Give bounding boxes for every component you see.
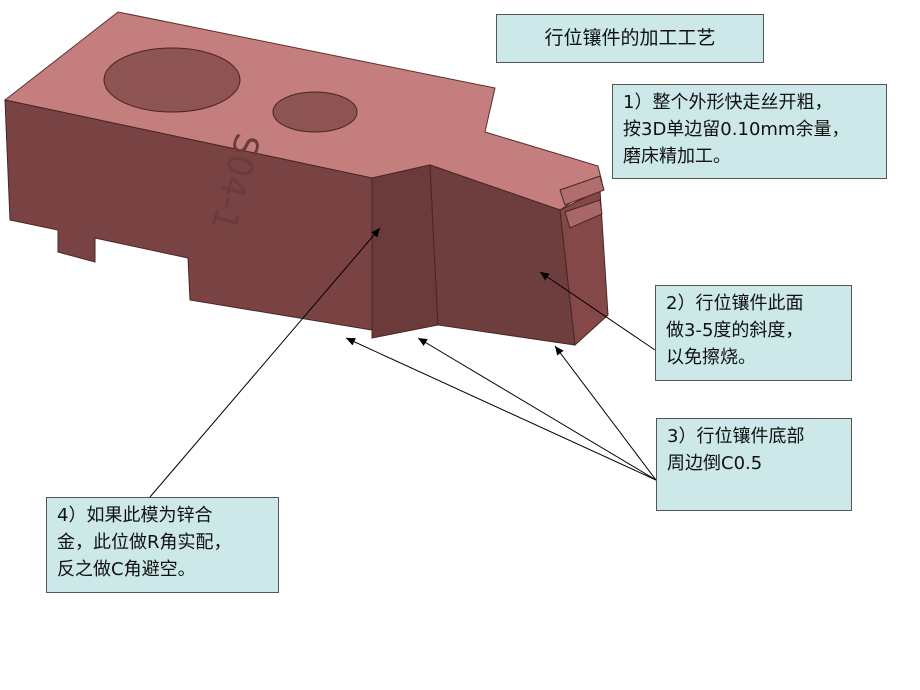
large-hole <box>103 47 241 113</box>
note-2-line-3: 以免擦烧。 <box>666 347 756 368</box>
note-4: 4）如果此模为锌合 金，此位做R角实配， 反之做C角避空。 <box>46 497 279 593</box>
note-2: 2）行位镶件此面 做3-5度的斜度， 以免擦烧。 <box>655 285 852 381</box>
arrow-note4 <box>149 227 381 498</box>
note-1-line-2: 按3D单边留0.10mm余量， <box>623 119 850 140</box>
note-1-line-3: 磨床精加工。 <box>623 146 731 167</box>
arrow-note3-b <box>417 337 657 481</box>
small-hole <box>272 91 358 133</box>
note-4-line-2: 金，此位做R角实配， <box>57 532 232 553</box>
arrow-note2 <box>539 271 656 351</box>
note-3: 3）行位镶件底部 周边倒C0.5 <box>656 418 852 511</box>
note-4-line-1: 4）如果此模为锌合 <box>57 505 213 526</box>
part-tongue <box>559 175 605 206</box>
note-2-line-1: 2）行位镶件此面 <box>666 293 804 314</box>
part-tongue-lower <box>564 199 603 229</box>
arrow-note3-c <box>554 345 657 481</box>
note-2-line-2: 做3-5度的斜度， <box>666 320 804 341</box>
note-1: 1）整个外形快走丝开粗， 按3D单边留0.10mm余量， 磨床精加工。 <box>612 84 887 179</box>
note-3-line-1: 3）行位镶件底部 <box>667 426 805 447</box>
arrow-note3-a <box>345 337 657 481</box>
note-4-line-3: 反之做C角避空。 <box>57 559 196 580</box>
part-front-face <box>371 164 439 339</box>
note-1-line-1: 1）整个外形快走丝开粗， <box>623 92 833 113</box>
slide-title: 行位镶件的加工工艺 <box>496 14 764 63</box>
note-3-line-2: 周边倒C0.5 <box>667 453 763 474</box>
